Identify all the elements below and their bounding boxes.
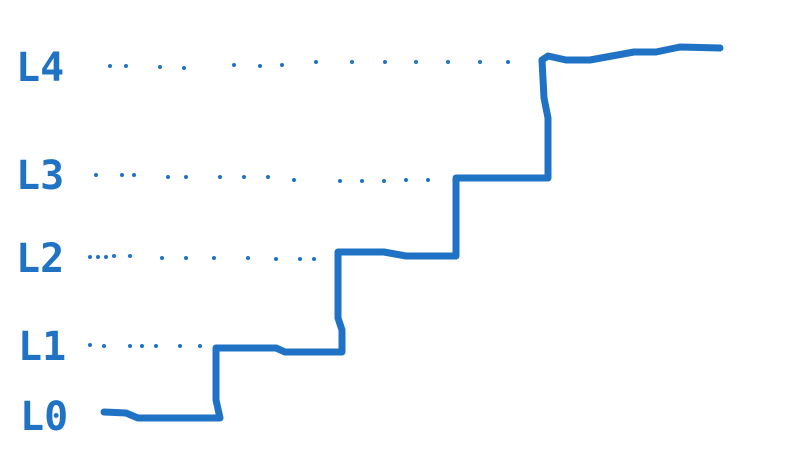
guide-line-l2	[88, 254, 316, 261]
level-label-l2: L2	[16, 236, 64, 282]
level-label-l4: L4	[16, 45, 64, 91]
level-label-l3: L3	[16, 153, 64, 199]
level-label-l0: L0	[20, 394, 68, 440]
guide-line-l3	[94, 173, 430, 183]
level-labels: L4 L3 L2 L1 L0	[16, 45, 68, 440]
guide-line-l1	[88, 343, 202, 348]
staircase-line	[100, 43, 724, 422]
guide-line-l4	[108, 60, 510, 70]
level-label-l1: L1	[18, 324, 66, 370]
